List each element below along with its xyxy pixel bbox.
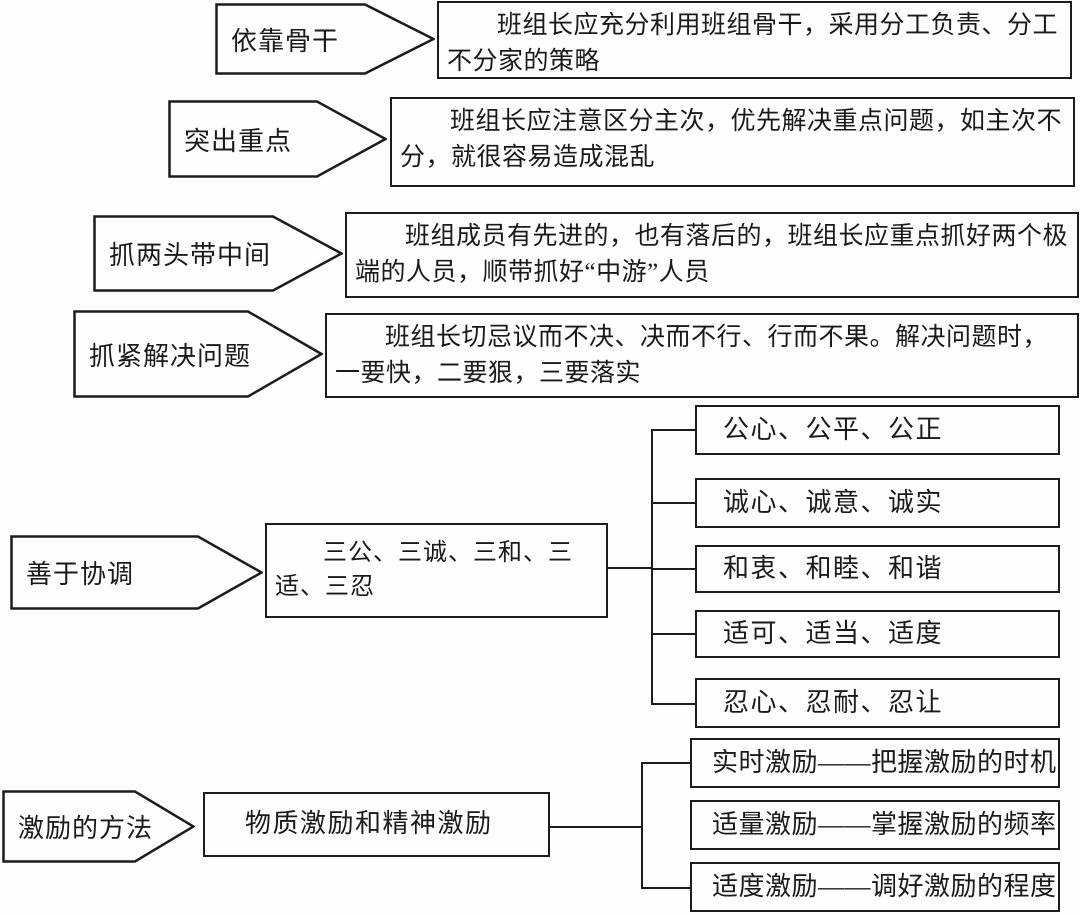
pentagon-label: 善于协调 (26, 560, 135, 589)
connector-stub (651, 429, 695, 431)
item-text: 公心、公平、公正 (723, 414, 944, 444)
motivation-item-box: 实时激励——把握激励的时机 (690, 738, 1060, 788)
pentagon-label: 突出重点 (184, 126, 293, 156)
connector-stub (651, 633, 695, 635)
connector-stub (651, 703, 695, 705)
coordination-item-box: 和衷、和睦、和谐 (695, 545, 1060, 593)
connector-spine (651, 429, 653, 705)
pentagon-grasp-both-ends: 抓两头带中间 (93, 215, 343, 292)
pentagon-arrow-shape (73, 310, 323, 398)
summary-text: 三公、三诚、三和、三适、三忍 (275, 540, 573, 601)
pentagon-label: 抓两头带中间 (109, 241, 272, 270)
item-text: 适度激励——调好激励的程度 (712, 871, 1057, 901)
pentagon-arrow-shape (93, 215, 343, 292)
coordination-item-box: 忍心、忍耐、忍让 (695, 678, 1060, 728)
connector-stub (641, 762, 690, 764)
desc-text: 班组长切忌议而不决、决而不行、行而不果。解决问题时，一要快，二要狠，三要落实 (335, 324, 1049, 387)
desc-box-grasp-both-ends: 班组成员有先进的，也有落后的，班组长应重点抓好两个极端的人员，顺带抓好“中游”人… (345, 212, 1079, 298)
item-text: 适可、适当、适度 (723, 618, 944, 648)
pentagon-arrow-shape (168, 100, 387, 178)
pentagon-highlight-priorities: 突出重点 (168, 100, 387, 178)
motivation-summary-box: 物质激励和精神激励 (203, 792, 550, 857)
desc-text: 班组成员有先进的，也有落后的，班组长应重点抓好两个极端的人员，顺带抓好“中游”人… (355, 223, 1069, 286)
connector-line (550, 826, 643, 828)
pentagon-solve-problems-promptly: 抓紧解决问题 (73, 310, 323, 398)
pentagon-motivation-methods: 激励的方法 (2, 790, 195, 863)
pentagon-arrow-shape (10, 535, 263, 610)
coordination-item-box: 适可、适当、适度 (695, 610, 1060, 658)
coordination-summary-box: 三公、三诚、三和、三适、三忍 (265, 523, 608, 618)
item-text: 和衷、和睦、和谐 (723, 553, 944, 583)
pentagon-arrow-shape (215, 3, 435, 75)
item-text: 实时激励——把握激励的时机 (712, 747, 1057, 777)
pentagon-label: 抓紧解决问题 (89, 341, 252, 371)
coordination-item-box: 诚心、诚意、诚实 (695, 478, 1060, 528)
item-text: 适量激励——掌握激励的频率 (712, 809, 1057, 839)
desc-box-rely-on-backbone: 班组长应充分利用班组骨干，采用分工负责、分工不分家的策略 (437, 1, 1072, 79)
desc-box-highlight-priorities: 班组长应注意区分主次，优先解决重点问题，如主次不分，就很容易造成混乱 (390, 97, 1075, 187)
item-text: 忍心、忍耐、忍让 (723, 687, 944, 717)
connector-stub (651, 502, 695, 504)
connector-stub (641, 887, 690, 889)
desc-box-solve-problems-promptly: 班组长切忌议而不决、决而不行、行而不果。解决问题时，一要快，二要狠，三要落实 (325, 313, 1079, 398)
connector-line (606, 567, 653, 569)
desc-text: 班组长应充分利用班组骨干，采用分工负责、分工不分家的策略 (447, 12, 1059, 75)
connector-stub (651, 568, 695, 570)
motivation-item-box: 适量激励——掌握激励的频率 (690, 800, 1060, 850)
pentagon-label: 依靠骨干 (231, 26, 340, 56)
connector-spine (641, 762, 643, 889)
coordination-item-box: 公心、公平、公正 (695, 405, 1060, 455)
summary-text: 物质激励和精神激励 (245, 809, 493, 839)
item-text: 诚心、诚意、诚实 (723, 487, 944, 517)
motivation-item-box: 适度激励——调好激励的程度 (690, 862, 1060, 912)
desc-text: 班组长应注意区分主次，优先解决重点问题，如主次不分，就很容易造成混乱 (400, 108, 1063, 171)
pentagon-good-at-coordinating: 善于协调 (10, 535, 263, 610)
pentagon-label: 激励的方法 (18, 814, 154, 843)
pentagon-rely-on-backbone: 依靠骨干 (215, 3, 435, 75)
pentagon-arrow-shape (2, 790, 195, 863)
